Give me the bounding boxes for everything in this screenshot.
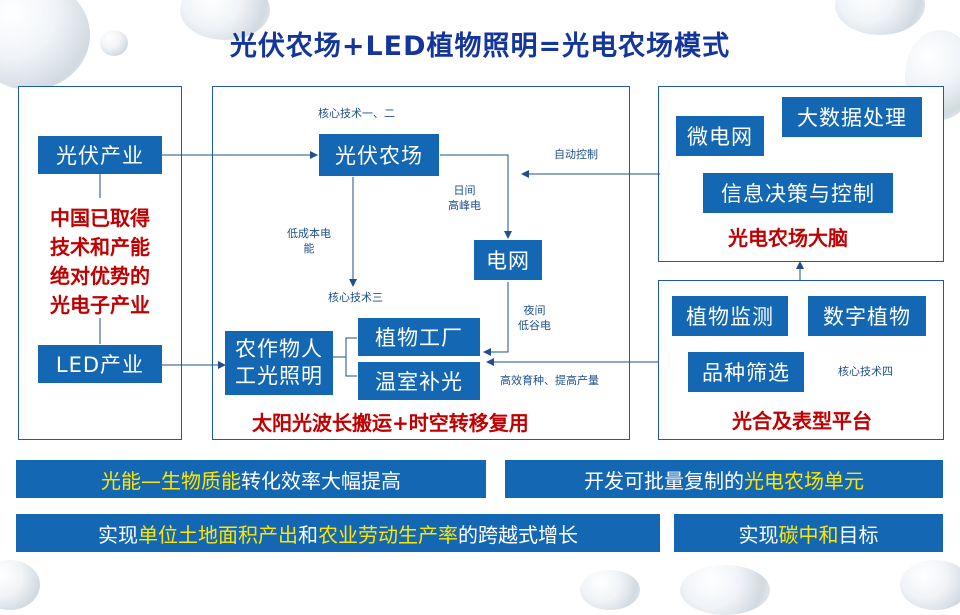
night-valley-label: 夜间 低谷电 — [518, 303, 551, 333]
china-line-2: 技术和产能 — [50, 235, 150, 259]
big-data-box: 大数据处理 — [782, 97, 922, 137]
bar2-highlight: 光电农场单元 — [744, 468, 864, 493]
microgrid-box: 微电网 — [676, 116, 764, 156]
growth-bar: 实现单位土地面积产出和农业劳动生产率的跨越式增长 — [16, 514, 660, 552]
info-decision-box: 信息决策与控制 — [703, 173, 893, 213]
water-drop — [100, 30, 128, 56]
greenhouse-box: 温室补光 — [358, 362, 480, 400]
low-cost-line-2: 能 — [303, 242, 315, 255]
bar1-text: 转化效率大幅提高 — [241, 468, 401, 493]
replicable-unit-bar: 开发可批量复制的光电农场单元 — [505, 460, 943, 498]
platform-title: 光合及表型平台 — [732, 409, 872, 433]
bar3-highlight-1: 单位土地面积产出 — [138, 522, 298, 547]
connector-lines — [99, 151, 804, 377]
grid-label: 电网 — [486, 249, 530, 273]
bar1-highlight: 光能—生物质能 — [101, 468, 241, 493]
auto-control-label: 自动控制 — [554, 148, 598, 161]
bar3-highlight-2: 农业劳动生产率 — [318, 522, 458, 547]
brain-title: 光电农场大脑 — [728, 226, 848, 250]
microgrid-label: 微电网 — [687, 125, 753, 149]
pv-industry-label: 光伏产业 — [56, 144, 144, 168]
low-cost-label: 低成本电 能 — [287, 226, 331, 256]
china-line-1: 中国已取得 — [50, 206, 150, 230]
pv-industry-box: 光伏产业 — [38, 136, 162, 174]
crop-light-box: 农作物人 工光照明 — [225, 331, 333, 395]
core-tech-12-label: 核心技术一、二 — [318, 107, 395, 120]
pv-farm-box: 光伏农场 — [319, 134, 439, 176]
big-data-label: 大数据处理 — [797, 106, 907, 130]
digital-plant-label: 数字植物 — [823, 305, 911, 329]
info-decision-label: 信息决策与控制 — [721, 182, 875, 206]
bar4-highlight: 碳中和 — [778, 522, 839, 547]
day-peak-line-2: 高峰电 — [448, 199, 481, 212]
day-peak-line-1: 日间 — [453, 184, 476, 197]
led-industry-box: LED产业 — [38, 345, 162, 383]
led-industry-label: LED产业 — [55, 353, 145, 377]
greenhouse-label: 温室补光 — [375, 370, 463, 394]
crop-light-line-2: 工光照明 — [235, 364, 323, 388]
conversion-efficiency-bar: 光能—生物质能转化效率大幅提高 — [16, 460, 486, 498]
bar3-mid: 和 — [298, 522, 318, 547]
bar4-post: 目标 — [838, 522, 879, 547]
bar3-post: 的跨越式增长 — [458, 522, 578, 547]
plant-factory-label: 植物工厂 — [375, 326, 463, 350]
high-efficiency-label: 高效育种、提高产量 — [500, 374, 599, 387]
bar4-pre: 实现 — [738, 522, 779, 547]
day-peak-label: 日间 高峰电 — [448, 183, 481, 213]
low-cost-line-1: 低成本电 — [287, 227, 331, 240]
carbon-neutral-bar: 实现碳中和目标 — [674, 514, 943, 552]
china-advantage-text: 中国已取得 技术和产能 绝对优势的 光电子产业 — [38, 204, 162, 320]
page-title: 光伏农场+LED植物照明=光电农场模式 — [229, 31, 731, 62]
variety-screen-label: 品种筛选 — [702, 361, 790, 385]
sunlight-reuse-text: 太阳光波长搬运+时空转移复用 — [252, 411, 529, 435]
grid-box: 电网 — [474, 240, 542, 280]
plant-monitor-box: 植物监测 — [672, 296, 788, 336]
china-line-4: 光电子产业 — [50, 293, 150, 317]
pv-farm-label: 光伏农场 — [335, 144, 423, 168]
china-line-3: 绝对优势的 — [50, 264, 150, 288]
bar2-text: 开发可批量复制的 — [584, 468, 744, 493]
core-tech-4-label: 核心技术四 — [838, 365, 893, 378]
variety-screen-box: 品种筛选 — [688, 352, 804, 392]
crop-light-line-1: 农作物人 — [235, 337, 323, 361]
core-tech-3-label: 核心技术三 — [328, 291, 383, 304]
plant-factory-box: 植物工厂 — [358, 318, 480, 356]
bar3-pre: 实现 — [98, 522, 138, 547]
digital-plant-box: 数字植物 — [808, 296, 926, 336]
night-valley-line-2: 低谷电 — [518, 319, 551, 332]
night-valley-line-1: 夜间 — [523, 304, 546, 317]
plant-monitor-label: 植物监测 — [686, 305, 774, 329]
